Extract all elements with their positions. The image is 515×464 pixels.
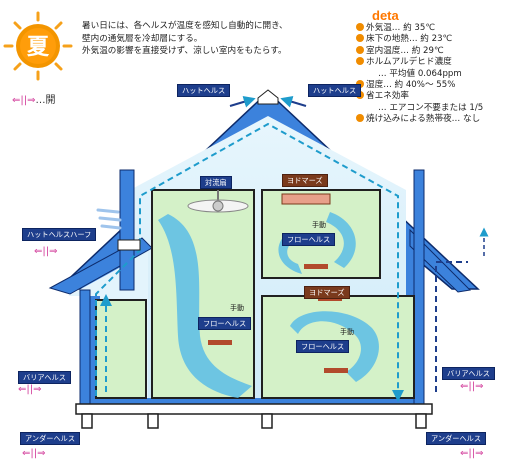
left-wall [79, 289, 91, 411]
label-under-health-left: アンダーヘルス [20, 432, 81, 445]
airflow-swirl-stair [158, 214, 252, 398]
flow-vent-1-icon [304, 264, 328, 269]
label-yodomars-lower: ヨドマーズ [304, 286, 350, 299]
label-manual-3: 手動 [340, 328, 354, 336]
bullet-icon [356, 45, 364, 54]
open-marker-under-left: ⇐||⇒ [22, 448, 46, 459]
label-barrier-health-right: バリアヘルス [442, 367, 495, 380]
exhaust-arrow-right [280, 95, 307, 108]
label-manual-1: 手動 [312, 221, 326, 229]
summer-sun-icon [3, 11, 73, 81]
open-marker-hat-half: ⇐||⇒ [34, 246, 58, 257]
airflow-swirl-lower [290, 311, 379, 382]
season-label: 夏 [27, 35, 50, 60]
flow-vent-2-icon [208, 340, 232, 345]
label-flow-health-3: フローヘルス [296, 340, 350, 353]
intro-line: 壁内の通気層を冷却層にする。 [82, 33, 203, 44]
label-hat-health-left: ハットヘルス [177, 84, 231, 97]
label-barrier-health-left: バリアヘルス [18, 371, 71, 384]
wind-intake-icon [96, 208, 122, 230]
floor-slab [75, 403, 433, 415]
label-flow-health-1: フローヘルス [282, 233, 336, 246]
intro-line: 暑い日には、各ヘルスが温度を感知し自動的に開き、 [82, 21, 288, 31]
lower-left-room [95, 299, 147, 399]
footing-right [415, 413, 427, 429]
data-row: ホルムアルデヒド濃度 [356, 57, 515, 68]
data-panel: deta 外気温… 約 35℃ 床下の地熱… 約 23℃ 室内温度… 約 29℃… [356, 8, 515, 126]
intro-line: 外気温の影響を直接受けず、涼しい室内をもたらす。 [82, 46, 287, 57]
data-panel-title: deta [372, 8, 399, 23]
ridge-vent-icon [257, 89, 279, 105]
airflow-path-cavity [95, 122, 404, 402]
data-row: … 平均値 0.064ppm [378, 68, 462, 79]
intro-text: 暑い日には、各ヘルスが温度を感知し自動的に開き、 壁内の通気層を冷却層にする。 … [82, 20, 362, 58]
upper-right-room [261, 189, 381, 279]
label-convection-fan: 対流扇 [200, 176, 232, 189]
data-row: 床下の地熱… 約 23℃ [356, 34, 515, 45]
ceiling-fan-icon [187, 190, 249, 213]
label-hat-health-right: ハットヘルス [308, 84, 362, 97]
label-hat-health-half: ハットヘルスハーフ [22, 228, 97, 241]
yodomars-vent-upper-icon [281, 193, 331, 205]
data-row: 焼け込みによる熱帯夜… なし [356, 114, 515, 125]
bullet-icon [356, 23, 364, 31]
open-marker-barrier-left: ⇐||⇒ [18, 384, 42, 395]
flow-vent-3-icon [324, 368, 348, 373]
footing-mid-left [147, 413, 159, 429]
right-wall [413, 169, 425, 411]
upper-left-wall [119, 169, 135, 291]
data-row: … エアコン不要または 1/5 [378, 102, 484, 113]
open-legend: ⇐||⇒…開 [12, 91, 56, 106]
bullet-icon [356, 114, 364, 123]
airflow-swirl-upper [326, 212, 356, 268]
bullet-icon [356, 34, 364, 43]
data-row: 室内温度… 約 29℃ [356, 45, 515, 57]
hat-half-vent-icon [117, 239, 141, 251]
data-row: 湿度… 約 40%～ 55% [356, 80, 515, 91]
airflow-path-porch [435, 261, 468, 392]
footing-left [81, 413, 93, 429]
label-yodomars-upper: ヨドマーズ [282, 174, 328, 187]
label-manual-2: 手動 [230, 304, 244, 312]
data-row: 外気温… 約 35℃ [356, 23, 515, 34]
open-marker-barrier-right: ⇐||⇒ [460, 381, 484, 392]
label-under-health-right: アンダーヘルス [426, 432, 487, 445]
open-marker-under-right: ⇐||⇒ [460, 448, 484, 459]
label-flow-health-2: フローヘルス [198, 317, 252, 330]
exhaust-arrow-left [229, 95, 256, 108]
open-legend-word: …開 [35, 95, 56, 106]
data-row: 省エネ効率 [356, 91, 515, 102]
bullet-icon [356, 57, 364, 66]
footing-mid-right [261, 413, 273, 429]
open-symbol-icon: ⇐||⇒ [12, 95, 36, 106]
